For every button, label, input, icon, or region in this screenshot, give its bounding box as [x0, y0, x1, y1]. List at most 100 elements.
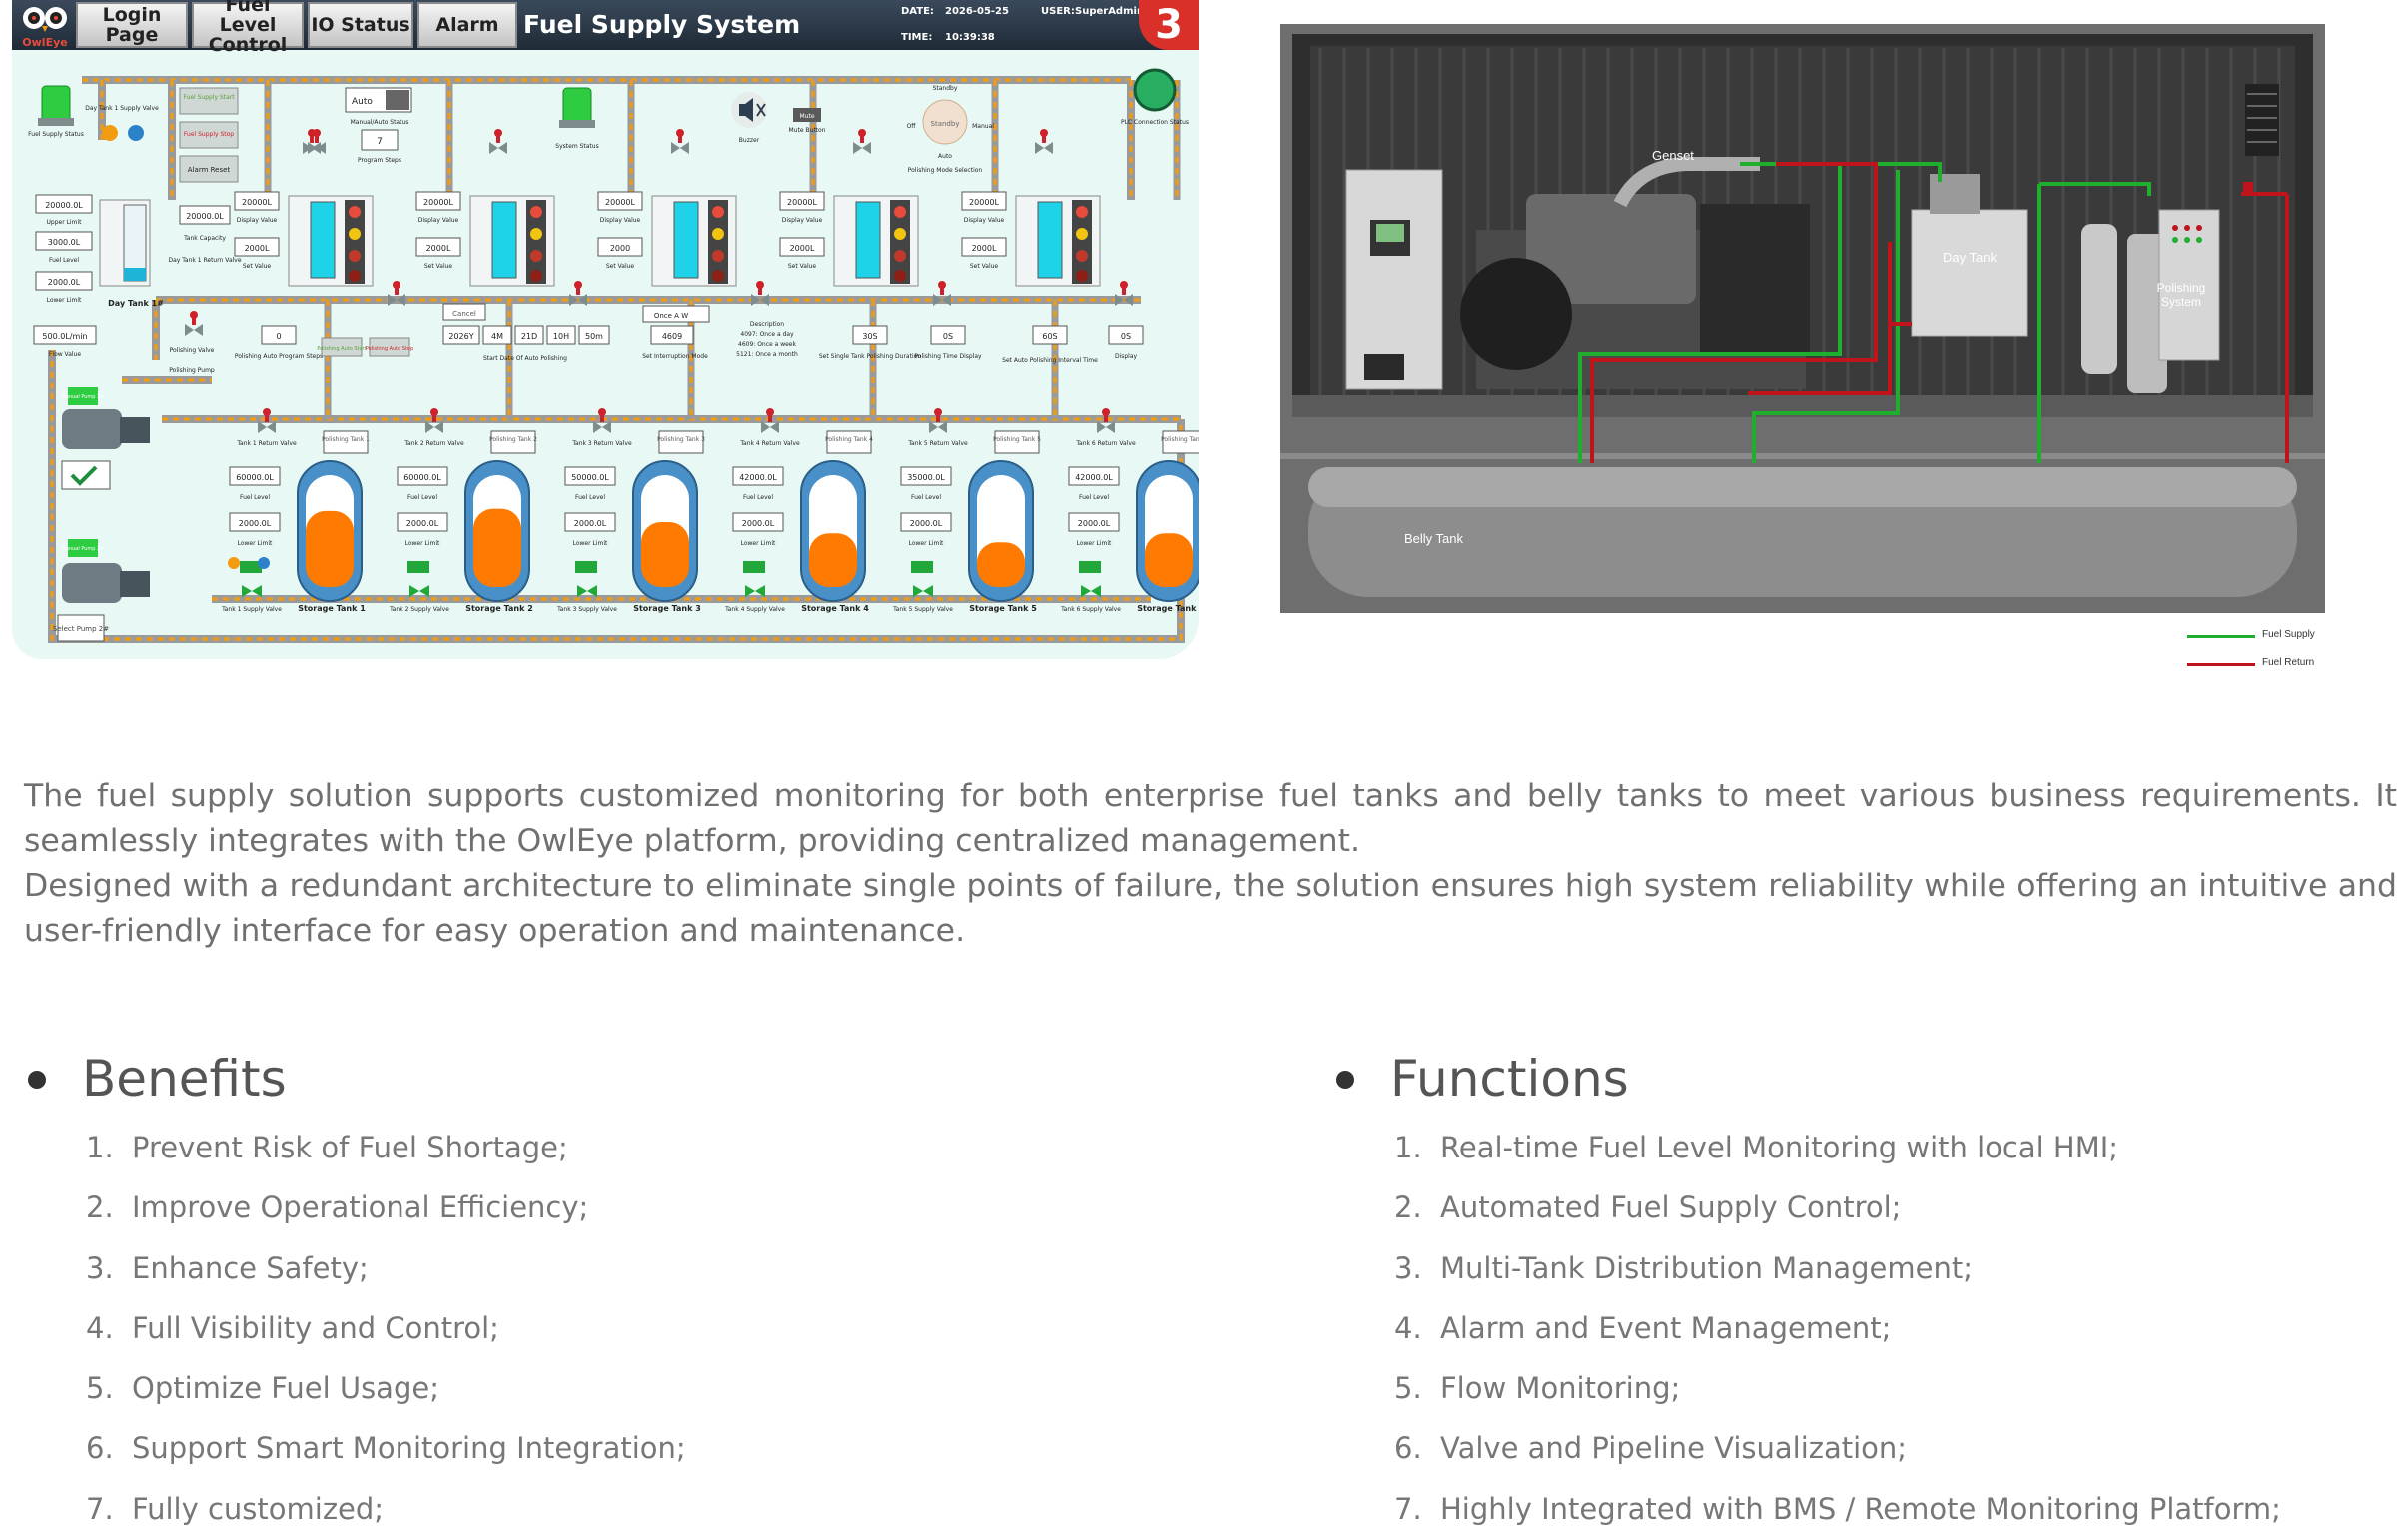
tank-supply-valve[interactable]	[911, 561, 933, 597]
tank-inlet-valve[interactable]	[308, 129, 326, 154]
svg-text:2000.0L: 2000.0L	[48, 278, 81, 287]
fuel-supply-stop-button[interactable]: Fuel Supply Stop	[179, 121, 239, 149]
label: Display Value	[237, 217, 278, 224]
fuel-supply-start-button[interactable]: Fuel Supply Start	[179, 87, 239, 115]
label: Lower Limit	[573, 540, 608, 547]
fuel-level-value: 60000.0L	[236, 473, 274, 482]
tank-inlet-valve[interactable]	[853, 129, 871, 154]
single-duration-value: 30S	[862, 332, 877, 341]
display-value: 20000L	[423, 198, 453, 207]
manual-pump-2[interactable]: Manual Pump 2#	[62, 539, 150, 603]
tank-supply-valve[interactable]	[407, 561, 429, 597]
svg-text:20000.0L: 20000.0L	[45, 201, 83, 210]
svg-text:Lower Limit: Lower Limit	[47, 297, 82, 304]
display-value: 20000L	[242, 198, 272, 207]
display-value: 20000L	[605, 198, 635, 207]
benefits-item: 4.Full Visibility and Control;	[24, 1298, 1272, 1358]
mute-button[interactable]: Mute Mute Button	[788, 108, 826, 134]
label: Tank 5 Supply Valve	[892, 606, 953, 613]
buzzer-icon[interactable]: Buzzer	[731, 92, 767, 144]
polishing-valve[interactable]	[185, 311, 203, 336]
polishing-auto-start-button[interactable]: Polishing Auto Start	[317, 337, 367, 357]
tank-return-valve[interactable]	[569, 281, 587, 306]
tank-supply-valve[interactable]	[240, 561, 262, 597]
label: Set Interruption Mode	[642, 353, 708, 360]
tank-inlet-valve[interactable]	[671, 129, 689, 154]
tank-inlet-valve[interactable]	[489, 129, 507, 154]
tank-return-valve[interactable]	[751, 281, 769, 306]
polishing-auto-stop-button[interactable]: Polishing Auto Stop	[366, 337, 413, 357]
label: Polishing Auto Start	[317, 346, 366, 352]
alarm-button[interactable]: Alarm	[417, 2, 517, 48]
tank-return-valve[interactable]	[593, 408, 611, 433]
day-tank-supply-valve[interactable]: Day Tank 1 Supply Valve	[85, 105, 159, 141]
hour-field: 10H	[553, 332, 569, 341]
tank-return-valve[interactable]	[1115, 281, 1133, 306]
functions-item: 5.Flow Monitoring;	[1332, 1358, 2391, 1418]
pump-ok-checkbox[interactable]	[61, 460, 111, 490]
set-value: 2000	[610, 244, 630, 253]
legend-return-label: Fuel Return	[2262, 657, 2315, 668]
label: Fuel Level	[1079, 494, 1109, 501]
tank-return-valve[interactable]	[388, 281, 405, 306]
tank-return-valve[interactable]	[933, 281, 951, 306]
label: Lower Limit	[909, 540, 944, 547]
bullet-icon	[28, 1071, 46, 1089]
label: Set Value	[243, 263, 272, 270]
tank-name: Storage Tank 6	[1137, 604, 1199, 613]
minute-field: 50m	[585, 332, 603, 341]
label: Lower Limit	[1077, 540, 1112, 547]
label: Lower Limit	[238, 540, 273, 547]
polishing-tank-button: Polishing Tank 4	[825, 436, 873, 443]
svg-text:System Status: System Status	[555, 143, 598, 150]
tank-return-valve[interactable]	[425, 408, 443, 433]
io-status-button[interactable]: IO Status	[308, 2, 413, 48]
svg-text:Manual/Auto Status: Manual/Auto Status	[351, 119, 409, 126]
label: Set Value	[424, 263, 453, 270]
manual-pump-1[interactable]: Manual Pump 1#	[62, 387, 150, 449]
label: 4097: Once a day	[740, 331, 794, 338]
alert-count-badge[interactable]: 3	[1139, 0, 1199, 50]
polishing-mode-selector[interactable]: Standby Standby Off Manual Auto Polishin…	[907, 85, 995, 174]
list-number: 1.	[1394, 1131, 1422, 1164]
tank-supply-valve[interactable]	[1079, 561, 1101, 597]
tank-return-valve[interactable]	[929, 408, 947, 433]
benefits-item: 5.Optimize Fuel Usage;	[24, 1358, 1272, 1418]
login-page-button[interactable]: Login Page	[76, 2, 188, 48]
tank-inlet-valve[interactable]	[1035, 129, 1053, 154]
label: Polishing Auto Program Steps	[235, 353, 323, 360]
lower-limit-value: 2000.0L	[742, 519, 775, 528]
tank-return-valve[interactable]	[761, 408, 779, 433]
list-item-text: Optimize Fuel Usage;	[132, 1371, 439, 1406]
lower-limit-value: 2000.0L	[1078, 519, 1111, 528]
fuel-level-fill	[473, 508, 521, 587]
user-value: SuperAdmin	[1075, 6, 1145, 17]
svg-text:Auto: Auto	[352, 97, 373, 107]
list-item-text: Highly Integrated with BMS / Remote Moni…	[1440, 1491, 2281, 1526]
set-value: 2000L	[245, 244, 270, 253]
month-field: 4M	[491, 332, 503, 341]
manual-auto-toggle[interactable]: Auto Manual/Auto Status	[345, 87, 412, 126]
list-number: 3.	[86, 1250, 114, 1285]
tank-return-valve[interactable]	[1097, 408, 1115, 433]
select-pump-2-button[interactable]: Select Pump 2#	[53, 614, 109, 642]
tank-supply-valve[interactable]	[743, 561, 765, 597]
tank-return-valve[interactable]	[258, 408, 276, 433]
list-number: 2.	[86, 1190, 114, 1225]
tank-name: Storage Tank 4	[801, 604, 869, 613]
alarm-reset-button[interactable]: Alarm Reset	[179, 155, 239, 183]
benefits-section: Benefits 1.Prevent Risk of Fuel Shortage…	[24, 1044, 1272, 1539]
label: Display Value	[600, 217, 641, 224]
tank-supply-valve[interactable]	[575, 561, 597, 597]
label: Set Auto Polishing Interval Time	[1002, 357, 1098, 364]
functions-item: 6.Valve and Pipeline Visualization;	[1332, 1418, 2391, 1478]
